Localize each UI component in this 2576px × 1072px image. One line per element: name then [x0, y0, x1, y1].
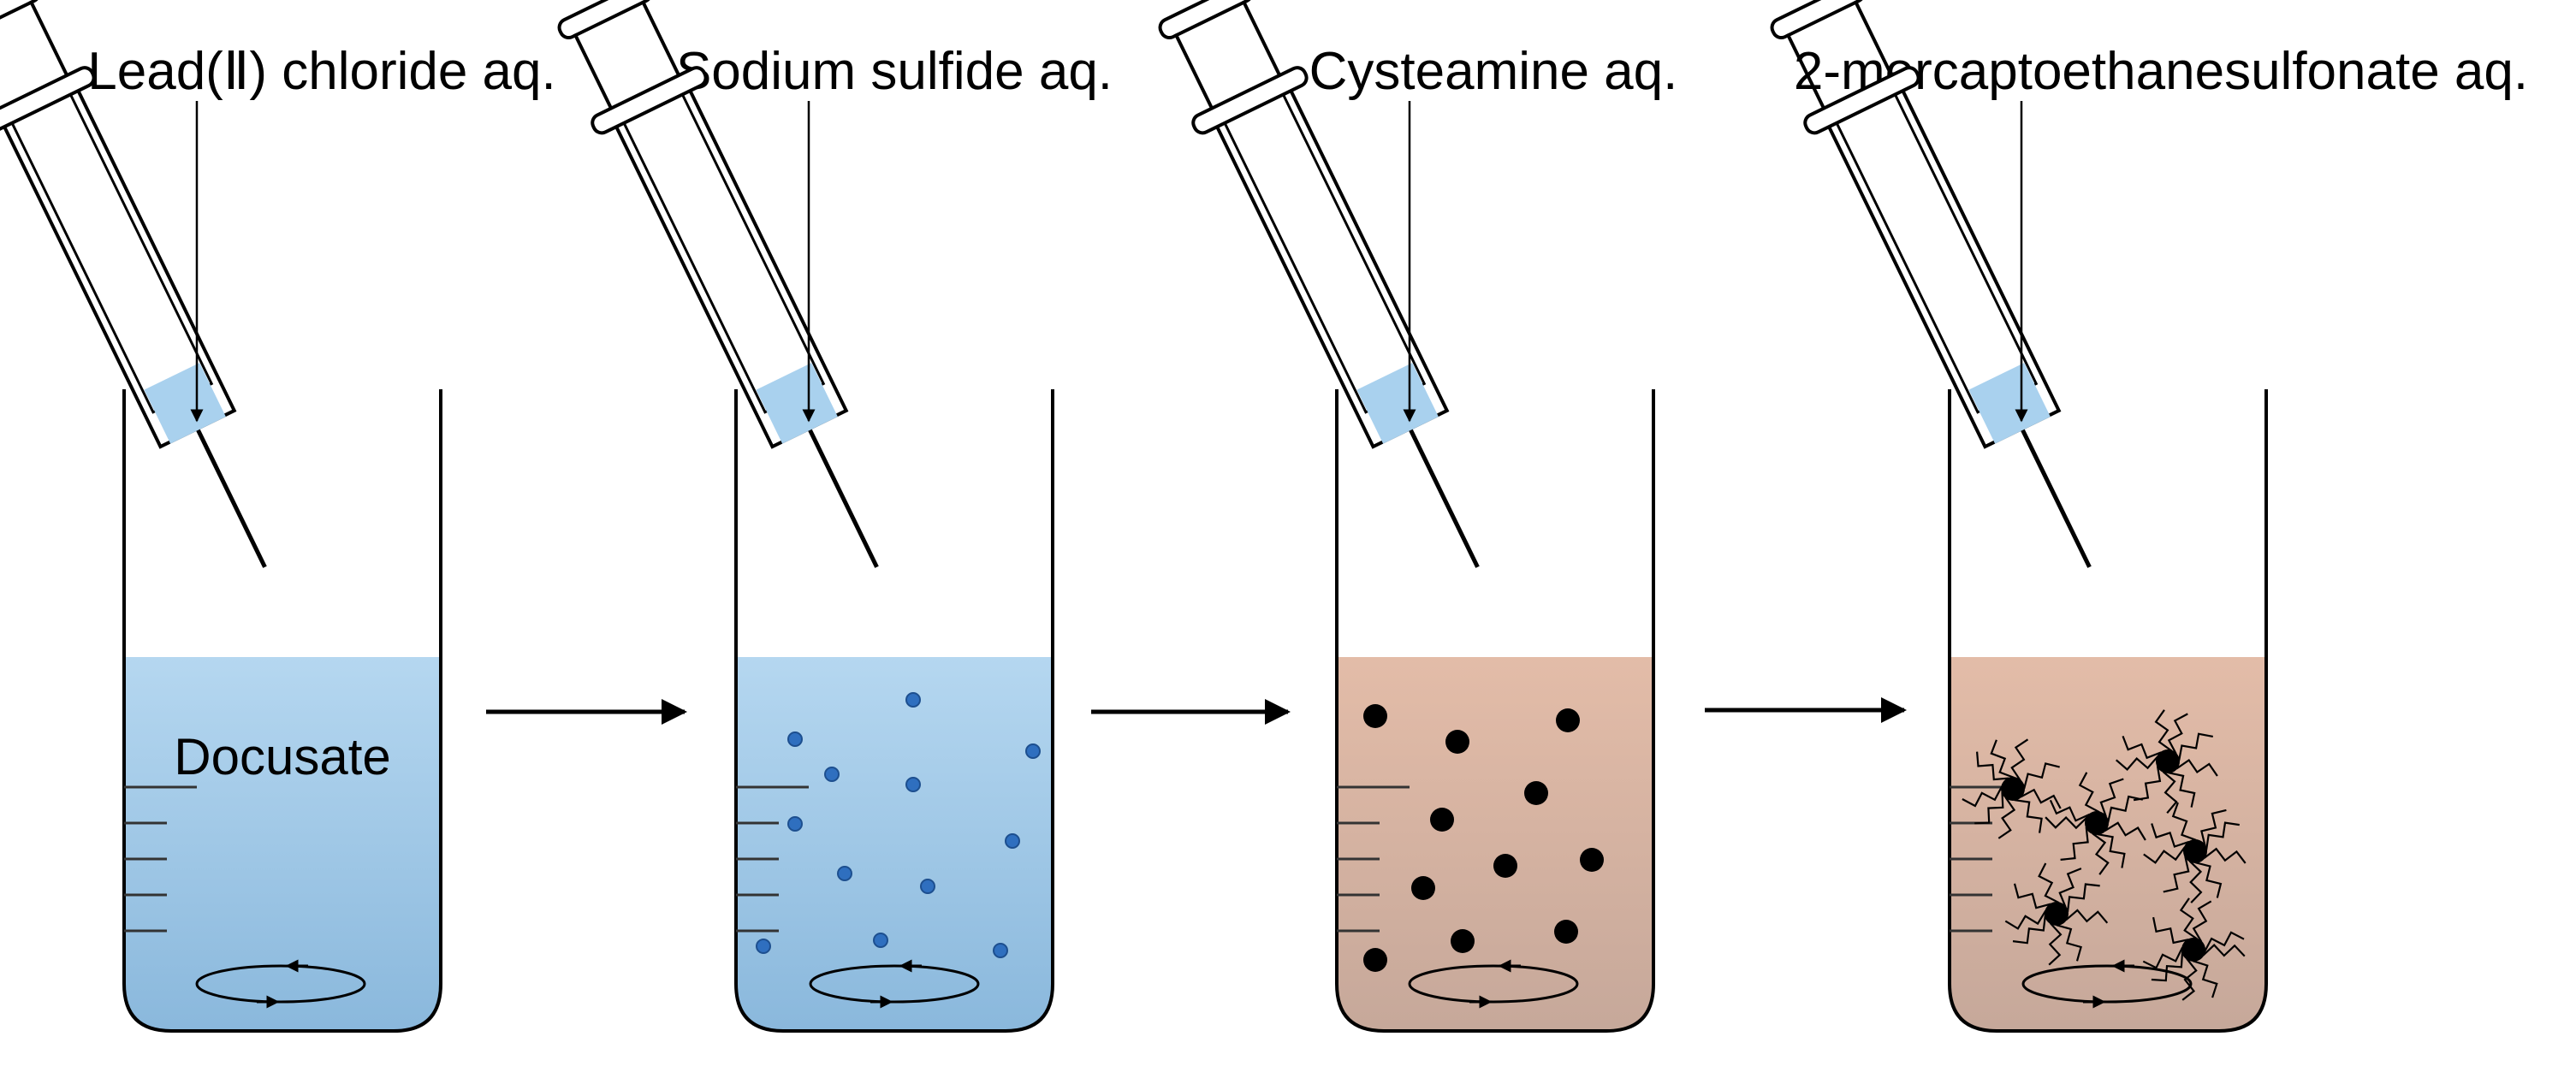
sulfide-particle	[824, 767, 840, 782]
nanoparticle	[2183, 839, 2207, 863]
nanoparticle	[1430, 808, 1454, 832]
stir-rotation-icon	[195, 959, 366, 1009]
sulfide-particle	[1005, 833, 1020, 849]
syringe-icon	[557, 0, 879, 568]
step-2-liquid	[736, 657, 1053, 1031]
nanoparticle	[1363, 704, 1387, 728]
nanoparticle	[1493, 854, 1517, 878]
beaker-icon	[122, 389, 442, 1033]
capped-nanoparticle	[2045, 772, 2146, 875]
syringe-icon	[0, 0, 267, 568]
step-4-panel: 2-mercaptoethanesulfonate aq.	[1770, 0, 2528, 1033]
capped-nanoparticle	[2143, 802, 2247, 903]
step-4-liquid	[1950, 657, 2266, 1031]
step-3-particles	[1363, 704, 1604, 972]
step-2-reagent-label: Sodium sulfide aq.	[676, 42, 1113, 101]
beaker-icon	[1948, 389, 2268, 1033]
nanoparticle	[2085, 811, 2109, 835]
sulfide-particle	[837, 866, 852, 881]
nanoparticle	[1554, 920, 1578, 944]
nanoparticle	[2001, 777, 2025, 801]
beaker-icon	[734, 389, 1054, 1033]
sulfide-particle	[993, 943, 1008, 958]
syringe-icon	[1158, 0, 1480, 568]
step-3-panel: Cysteamine aq.	[1158, 0, 1678, 1033]
capped-nanoparticle	[2142, 897, 2246, 1001]
nanoparticle	[1580, 848, 1604, 872]
nanoparticle	[1524, 781, 1548, 805]
stir-rotation-icon	[1408, 959, 1579, 1009]
step-2-particles	[756, 692, 1041, 958]
step-1-liquid	[124, 657, 441, 1031]
nanoparticle	[1556, 708, 1580, 732]
sulfide-particle	[905, 777, 921, 792]
nanoparticle	[1411, 876, 1435, 900]
stir-rotation-icon	[809, 959, 980, 1009]
capped-nanoparticle	[2004, 862, 2109, 966]
step-1-panel: Lead(Ⅱ) chloride aq. Docusate	[0, 0, 556, 1033]
sulfide-particle	[905, 692, 921, 708]
sulfide-particle	[787, 731, 803, 747]
step-2-panel: Sodium sulfide aq.	[557, 0, 1113, 1033]
nanoparticle	[1451, 929, 1475, 953]
nanoparticle	[2181, 938, 2205, 962]
nanoparticle	[1445, 730, 1469, 754]
stir-rotation-icon	[2021, 959, 2193, 1009]
capped-nanoparticle	[2115, 709, 2218, 814]
sulfide-particle	[873, 933, 888, 948]
syringe-icon	[1770, 0, 2092, 568]
sulfide-particle	[920, 879, 935, 894]
step-3-reagent-label: Cysteamine aq.	[1309, 42, 1678, 101]
sulfide-particle	[1025, 743, 1041, 759]
sulfide-particle	[756, 939, 771, 954]
nanoparticle	[2045, 902, 2069, 926]
capped-nanoparticle	[1962, 738, 2062, 839]
nanoparticle	[2156, 749, 2180, 773]
step-1-reagent-label: Lead(Ⅱ) chloride aq.	[87, 42, 556, 101]
step-4-particles	[1962, 709, 2247, 1001]
nanoparticle	[1363, 948, 1387, 972]
sulfide-particle	[787, 816, 803, 832]
step-1-solution-label: Docusate	[174, 728, 390, 785]
